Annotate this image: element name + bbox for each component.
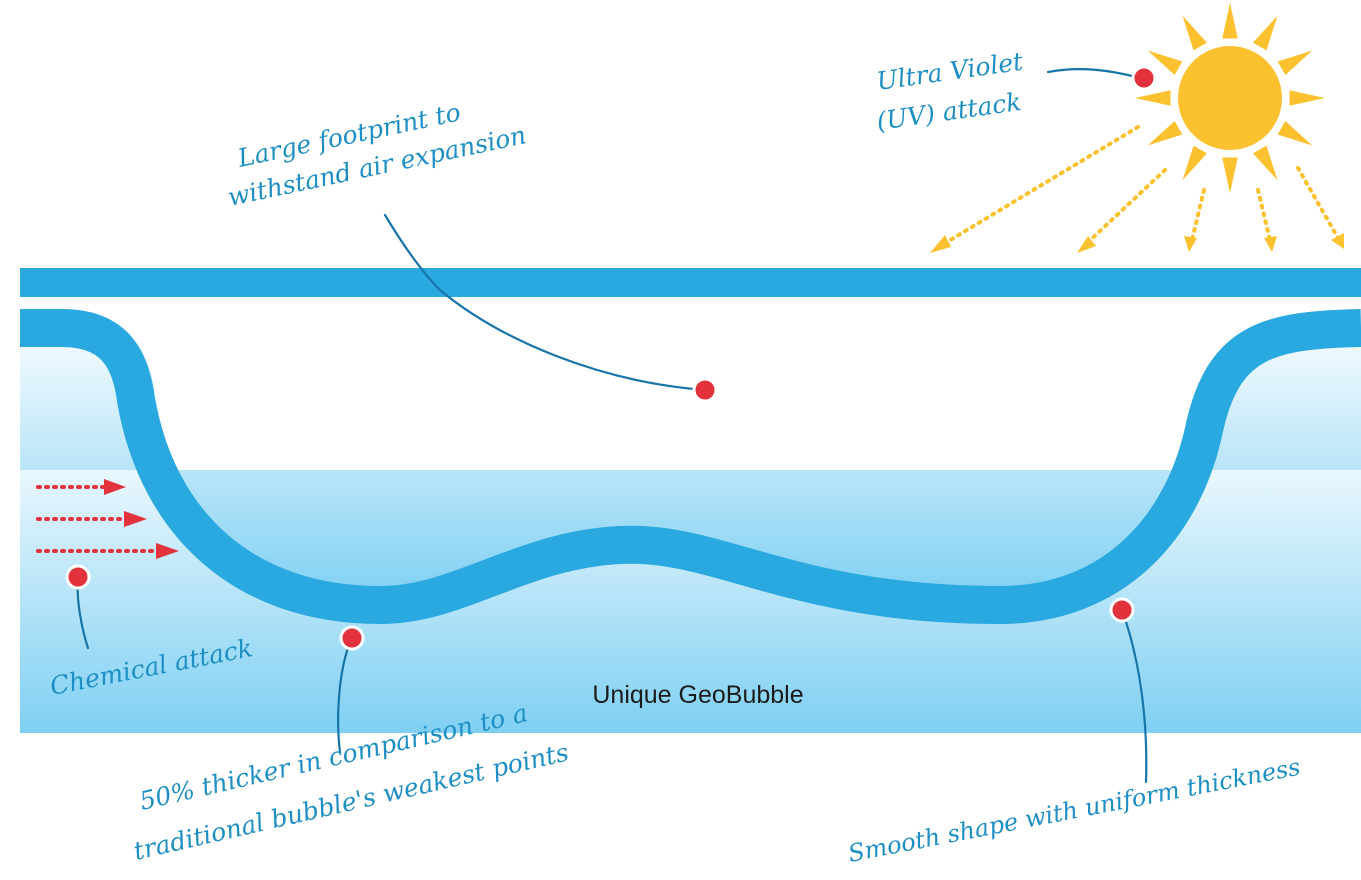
smooth-label: Smooth shape with uniform thickness xyxy=(846,753,1303,868)
marker-uv xyxy=(1131,65,1157,91)
sun-ray xyxy=(1253,145,1278,181)
sun-ray xyxy=(1135,90,1171,106)
sun-ray xyxy=(1147,50,1183,75)
chemical-arrowheads xyxy=(104,479,179,559)
sun-ray xyxy=(1147,121,1183,146)
sun-ray xyxy=(1253,15,1278,51)
bubble-membrane xyxy=(20,309,1361,624)
sun-icon xyxy=(1135,3,1325,193)
leader-footprint xyxy=(383,213,707,392)
sun-ray xyxy=(1277,50,1313,75)
sun-ray xyxy=(1222,3,1238,39)
marker-footprint xyxy=(692,377,718,403)
chemical-arrows xyxy=(36,485,158,553)
marker-chemical xyxy=(65,564,91,590)
markers xyxy=(65,65,1157,651)
sun-ray xyxy=(1277,121,1313,146)
bubble-fill xyxy=(20,310,1361,600)
uv-label-line2: (UV) attack xyxy=(875,87,1023,136)
uv-ray-arrowheads xyxy=(930,233,1344,253)
leader-lines xyxy=(76,68,1148,784)
leader-smooth xyxy=(1120,608,1148,784)
marker-thicker xyxy=(339,625,365,651)
diagram-caption: Unique GeoBubble xyxy=(592,681,803,709)
marker-smooth xyxy=(1109,597,1135,623)
sun-ray xyxy=(1289,90,1325,106)
sun-ray xyxy=(1222,157,1238,193)
sun-ray xyxy=(1182,15,1207,51)
leader-uv xyxy=(1046,68,1142,80)
top-film-bar xyxy=(20,268,1361,297)
uv-ray-arrows xyxy=(940,125,1340,247)
sun-ray xyxy=(1182,145,1207,181)
